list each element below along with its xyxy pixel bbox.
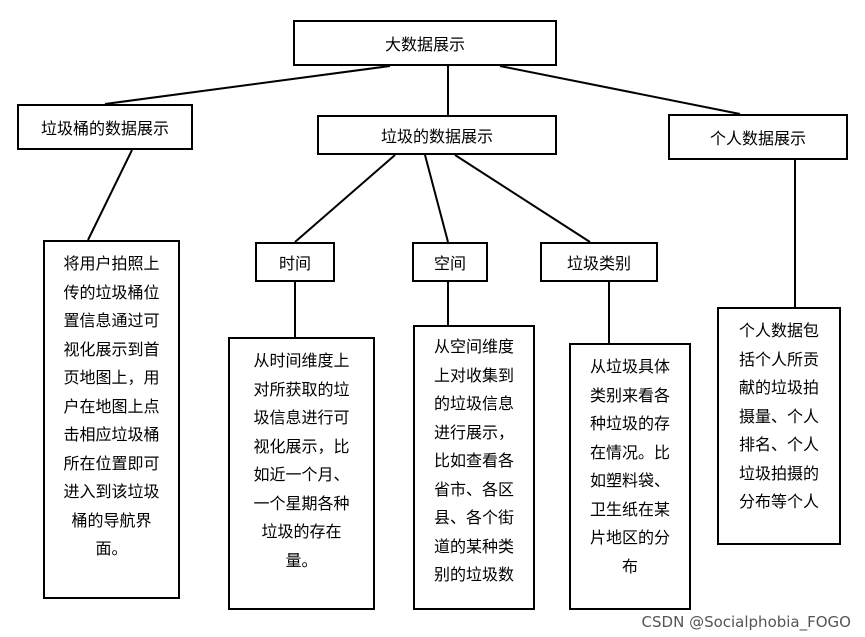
link-garbage-space	[424, 154, 449, 243]
time-desc-line: 对所获取的垃	[253, 379, 350, 399]
category-desc-line: 在情况。比	[589, 442, 670, 462]
space-desc-line: 省市、各区	[433, 479, 514, 499]
bin-desc-line: 页地图上，用	[63, 368, 160, 387]
bin-desc-line: 传的垃圾桶位	[63, 282, 160, 302]
personal-desc-line: 摄量、个人	[738, 406, 819, 426]
link-root-bin	[104, 65, 391, 105]
category-desc-line: 从垃圾具体	[589, 357, 670, 376]
bin-desc-line: 桶的导航界	[71, 510, 152, 530]
space-desc-line: 从空间维度	[433, 337, 514, 356]
link-bin-desc	[87, 149, 133, 241]
garbage-data-node: 垃圾的数据展示	[317, 115, 557, 155]
category-desc-line: 如塑料袋、	[589, 471, 670, 490]
bin-desc-line: 将用户拍照上	[63, 254, 160, 273]
time-label: 时间	[278, 254, 311, 273]
category-desc-line: 布	[621, 556, 638, 576]
bin-desc-line: 进入到该垃圾	[63, 482, 160, 501]
category-desc-line: 卫生纸在某	[589, 499, 670, 519]
garbage-data-label: 垃圾的数据展示	[380, 127, 493, 146]
bin-desc-line: 置信息通过可	[63, 311, 160, 330]
personal-desc-line: 垃圾拍摄的	[738, 463, 819, 483]
bin-desc-line: 视化展示到首	[63, 339, 160, 359]
space-label: 空间	[433, 254, 466, 273]
link-garbage-category	[454, 154, 591, 243]
root-label: 大数据展示	[384, 35, 465, 54]
personal-desc-line: 分布等个人	[738, 492, 819, 511]
bin-data-label: 垃圾桶的数据展示	[40, 119, 169, 138]
link-garbage-time	[294, 154, 396, 243]
time-desc-line: 圾信息进行可	[253, 408, 350, 427]
personal-description: 个人数据包 括个人所贡 献的垃圾拍 摄量、个人 排名、个人 垃圾拍摄的 分布等个…	[717, 307, 841, 545]
bin-desc-line: 户在地图上点	[63, 396, 160, 416]
bin-desc-line: 所在位置即可	[63, 453, 160, 473]
watermark: CSDN @Socialphobia_FOGO	[641, 613, 851, 631]
personal-desc-line: 献的垃圾拍	[738, 378, 819, 397]
bin-desc-line: 面。	[95, 539, 128, 558]
time-desc-line: 视化展示，比	[253, 436, 350, 456]
time-desc-line: 量。	[285, 550, 318, 570]
personal-data-label: 个人数据展示	[709, 129, 806, 148]
space-desc-line: 道的某种类	[433, 536, 514, 556]
time-node: 时间	[255, 242, 335, 282]
bin-description: 将用户拍照上 传的垃圾桶位 置信息通过可 视化展示到首 页地图上，用 户在地图上…	[43, 240, 180, 599]
time-desc-line: 从时间维度上	[253, 351, 350, 370]
category-node: 垃圾类别	[540, 242, 658, 282]
category-desc-line: 片地区的分	[589, 528, 670, 547]
category-label: 垃圾类别	[566, 254, 631, 273]
space-desc-line: 的垃圾信息	[433, 394, 514, 413]
time-desc-line: 一个星期各种	[253, 493, 350, 513]
space-node: 空间	[412, 242, 488, 282]
personal-desc-line: 括个人所贡	[738, 349, 819, 369]
category-desc-line: 种垃圾的存	[589, 414, 670, 433]
link-root-personal	[499, 65, 741, 115]
personal-desc-line: 个人数据包	[738, 321, 819, 340]
root-node: 大数据展示	[293, 20, 557, 66]
category-desc-line: 类别来看各	[589, 385, 670, 405]
space-desc-line: 比如查看各	[433, 451, 514, 470]
time-desc-line: 如近一个月、	[253, 465, 350, 484]
space-desc-line: 县、各个街	[433, 508, 514, 527]
personal-data-node: 个人数据展示	[668, 114, 848, 160]
time-description: 从时间维度上 对所获取的垃 圾信息进行可 视化展示，比 如近一个月、 一个星期各…	[228, 337, 375, 610]
space-desc-line: 进行展示，	[433, 422, 514, 442]
time-desc-line: 垃圾的存在	[261, 522, 342, 541]
personal-desc-line: 排名、个人	[738, 435, 819, 454]
space-desc-line: 别的垃圾数	[433, 565, 514, 584]
category-description: 从垃圾具体 类别来看各 种垃圾的存 在情况。比 如塑料袋、 卫生纸在某 片地区的…	[569, 343, 691, 610]
space-description: 从空间维度 上对收集到 的垃圾信息 进行展示， 比如查看各 省市、各区 县、各个…	[413, 325, 535, 610]
space-desc-line: 上对收集到	[433, 365, 514, 385]
bin-data-node: 垃圾桶的数据展示	[17, 104, 193, 150]
bin-desc-line: 击相应垃圾桶	[63, 425, 160, 444]
